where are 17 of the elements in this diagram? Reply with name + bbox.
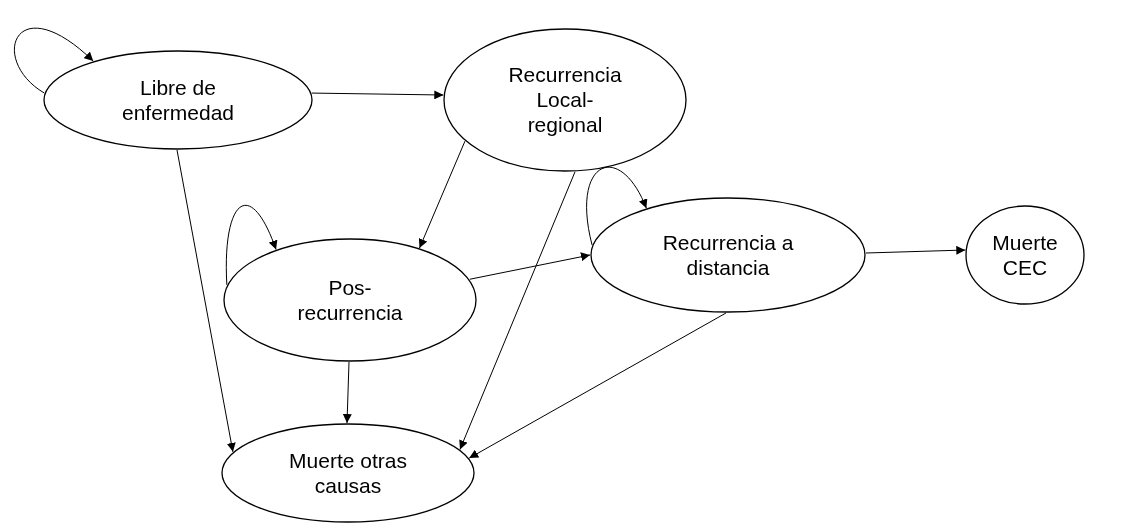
arrow <box>342 361 352 424</box>
arrow <box>865 245 966 255</box>
arrow <box>468 312 727 459</box>
self-loop-arrow <box>225 204 277 286</box>
arrow <box>418 140 466 249</box>
state-label: Pos-recurrencia <box>296 274 404 326</box>
arrow <box>469 252 591 280</box>
state-label: Muerte CEC <box>991 229 1059 281</box>
arrow <box>459 171 576 450</box>
arrow <box>176 149 236 453</box>
arrow <box>311 90 444 100</box>
self-loop-arrow <box>586 166 647 246</box>
state-label: Libre de enfermedad <box>120 74 236 126</box>
state-label: Recurrencia Local-regional <box>507 62 623 138</box>
state-label: Recurrencia a distancia <box>661 229 795 281</box>
state-label: Muerte otras causas <box>288 447 408 499</box>
self-loop-arrow <box>14 27 94 94</box>
